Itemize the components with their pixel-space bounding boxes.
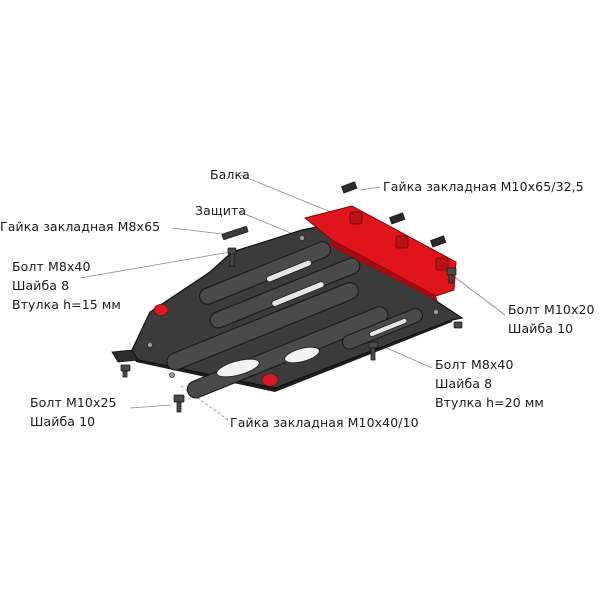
beam-boss-3 [435, 257, 449, 271]
embedded-nuts-m10x65 [341, 181, 447, 248]
label-bolt-m10x25-line-1: Болт М10х25 [30, 395, 117, 410]
beam-bosses [349, 211, 449, 271]
leader-bolt-m8x40-right [379, 344, 433, 369]
plate-holes [216, 346, 320, 378]
bolt-rear-right-head [453, 321, 463, 329]
bolt-m8x40-right-head [368, 341, 379, 349]
rib-3 [166, 282, 359, 371]
label-embedded-nut-m10x65: Гайка закладная М10х65/32,5 [383, 177, 584, 196]
small-hole-2 [299, 235, 305, 241]
label-bolt-m8x40-right-line-3: Втулка h=20 мм [435, 395, 544, 410]
label-bolt-m8x40-left-line-2: Шайба 8 [12, 278, 70, 293]
bolt-m8x40-right [368, 341, 379, 361]
bolt-m10x25 [173, 394, 185, 413]
label-beam-line-1: Балка [210, 167, 250, 182]
beam-boss-1 [349, 211, 363, 225]
small-hole-4 [169, 372, 175, 378]
bolt-m8x40-right-shaft [370, 347, 376, 361]
label-nut-m10x65-line-1: Гайка закладная М10х65/32,5 [383, 179, 584, 194]
label-embedded-nut-m10x40: Гайка закладная М10х40/10 [230, 413, 419, 432]
plate-slots [266, 259, 408, 337]
label-bolt-m10x20: Болт М10х20 Шайба 10 [508, 300, 595, 338]
leader-nut-m8x65 [171, 227, 223, 235]
slot-3 [369, 318, 408, 337]
label-bolt-m10x25-line-2: Шайба 10 [30, 414, 96, 429]
plate-small-holes [147, 235, 439, 378]
red-cap-left [153, 304, 169, 316]
label-bolt-m8x40-left-line-1: Болт М8х40 [12, 259, 91, 274]
small-hole-3 [433, 309, 439, 315]
leader-lines [79, 174, 506, 421]
label-bolt-m10x20-line-2: Шайба 10 [508, 321, 574, 336]
nut-m10x65-2 [389, 212, 406, 225]
label-nut-m10x40-line-1: Гайка закладная М10х40/10 [230, 415, 419, 430]
label-shield: Защита [195, 201, 246, 220]
bolt-m10x20-head [446, 267, 457, 276]
leader-bolt-m10x25 [129, 404, 173, 409]
hole-right [284, 346, 320, 364]
leader-shield [239, 211, 299, 237]
bolt-rear-left-shaft [122, 370, 128, 378]
label-bolt-m8x40-right-line-1: Болт М8х40 [435, 357, 514, 372]
small-hole-1 [147, 342, 153, 348]
nut-m8x65 [221, 226, 249, 240]
leader-bolt-m10x20 [451, 274, 506, 316]
bolt-m10x25-head [173, 394, 185, 403]
bolts [120, 247, 463, 413]
bolt-m10x25-shaft [176, 401, 182, 413]
beam-front [330, 240, 438, 302]
leader-bolt-m8x40-left [79, 251, 231, 279]
protection-plate [111, 225, 464, 399]
bolt-rear-right [453, 321, 463, 329]
label-bolt-m10x20-line-1: Болт М10х20 [508, 302, 595, 317]
label-shield-line-1: Защита [195, 203, 247, 218]
slot-2 [271, 281, 325, 307]
bolt-m10x20-shaft [448, 274, 454, 284]
label-nut-m8x65-line-1: Гайка закладная М8х65 [0, 219, 161, 234]
label-beam: Балка [210, 165, 250, 184]
label-bolt-m8x40-right: Болт М8х40 Шайба 8 Втулка h=20 мм [435, 355, 544, 412]
bolt-m10x20 [446, 267, 457, 284]
red-cap-bottom [261, 373, 279, 387]
label-bolt-m10x25: Болт М10х25 Шайба 10 [30, 393, 117, 431]
slot-1 [266, 259, 312, 283]
bolt-m8x40-left-shaft [229, 253, 235, 267]
hole-left [216, 358, 260, 378]
bolt-rear-left-head [120, 364, 131, 372]
leader-beam [239, 174, 339, 216]
bolt-m8x40-left-head [227, 247, 237, 255]
plate-left-flange [111, 349, 139, 363]
nut-m10x65-1 [341, 181, 358, 194]
label-bolt-m8x40-left: Болт М8х40 Шайба 8 Втулка h=15 мм [12, 257, 121, 314]
label-embedded-nut-m8x65: Гайка закладная М8х65 [0, 217, 160, 236]
bolt-m8x40-left [227, 247, 237, 267]
beam [303, 205, 457, 302]
label-bolt-m8x40-left-line-3: Втулка h=15 мм [12, 297, 121, 312]
beam-boss-2 [395, 235, 409, 249]
bolt-rear-left [120, 364, 131, 378]
label-bolt-m8x40-right-line-2: Шайба 8 [435, 376, 493, 391]
nut-m10x65-3 [430, 235, 447, 248]
leader-nut-m10x65 [359, 186, 381, 191]
red-caps [153, 304, 279, 387]
